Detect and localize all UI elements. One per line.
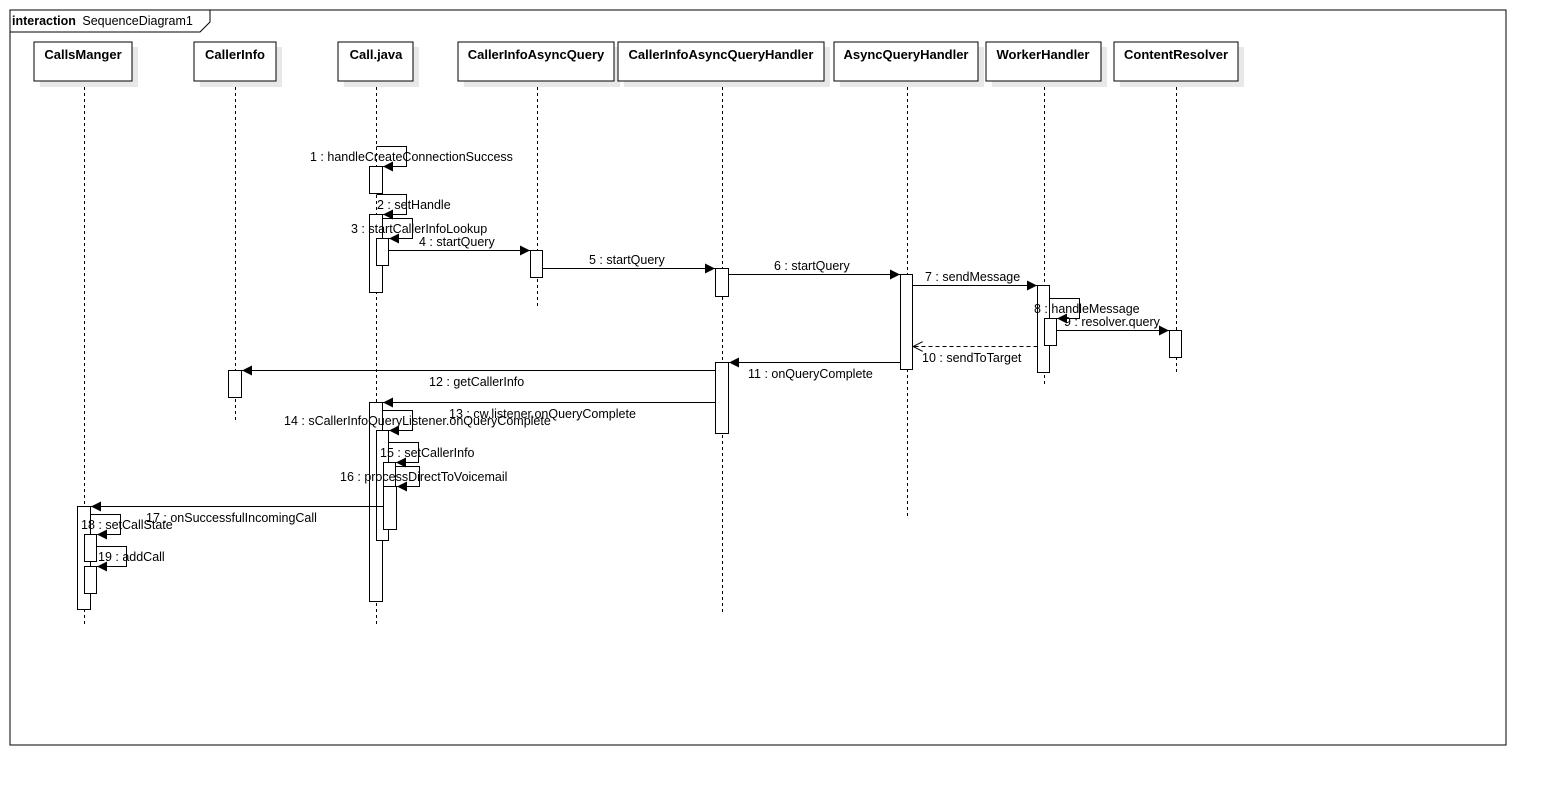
activation-bar	[369, 166, 383, 194]
message-label-14: 14 : sCallerInfoQueryListener.onQueryCom…	[284, 414, 551, 428]
activation-bar	[383, 486, 397, 530]
participant-callerinfo: CallerInfo	[193, 41, 282, 87]
participant-resolver: ContentResolver	[1113, 41, 1244, 87]
message-label-17: 17 : onSuccessfulIncomingCall	[146, 511, 317, 525]
message-arrows	[90, 146, 1169, 572]
activation-bar	[715, 362, 729, 434]
participant-label: CallsManger	[44, 47, 121, 62]
participant-label: CallerInfoAsyncQueryHandler	[629, 47, 814, 62]
activation-bar	[530, 250, 543, 278]
message-label-9: 9 : resolver.query	[1064, 315, 1161, 329]
message-label-18: 18 : setCallState	[81, 518, 173, 532]
participant-label: CallerInfoAsyncQuery	[468, 47, 605, 62]
message-labels: 1 : handleCreateConnectionSuccess 2 : se…	[81, 150, 1161, 564]
message-arrow-19	[96, 546, 127, 572]
activation-bar	[715, 268, 729, 297]
message-arrow-1	[376, 146, 407, 172]
participant-heads: CallsManger CallerInfo Call.java CallerI…	[33, 41, 1244, 87]
message-label-1: 1 : handleCreateConnectionSuccess	[310, 150, 513, 164]
message-label-8: 8 : handleMessage	[1034, 302, 1140, 316]
participant-cia-query: CallerInfoAsyncQuery	[457, 41, 620, 87]
activation-bar	[84, 566, 97, 594]
message-label-16: 16 : processDirectToVoicemail	[340, 470, 507, 484]
svg-text:interaction SequenceDiag: interaction SequenceDiagram1	[12, 14, 193, 28]
message-arrow-8	[1049, 298, 1080, 324]
message-label-4: 4 : startQuery	[419, 235, 495, 249]
frame-keyword: interaction	[12, 14, 76, 28]
activation-bar	[1169, 330, 1182, 358]
message-label-2: 2 : setHandle	[377, 198, 451, 212]
participant-label: ContentResolver	[1124, 47, 1228, 62]
message-label-19: 19 : addCall	[98, 550, 165, 564]
message-arrow-16	[395, 466, 420, 492]
message-arrow-15	[388, 442, 419, 468]
participant-label: Call.java	[350, 47, 404, 62]
message-arrow-14	[382, 410, 413, 436]
message-label-7: 7 : sendMessage	[925, 270, 1020, 284]
message-label-10: 10 : sendToTarget	[922, 351, 1022, 365]
participant-aqh: AsyncQueryHandler	[833, 41, 984, 87]
activation-bar	[84, 534, 97, 562]
message-label-6: 6 : startQuery	[774, 259, 850, 273]
participant-cia-handler: CallerInfoAsyncQueryHandler	[617, 41, 830, 87]
activation-bar	[1044, 318, 1057, 346]
message-label-3: 3 : startCallerInfoLookup	[351, 222, 487, 236]
participant-label: WorkerHandler	[997, 47, 1090, 62]
message-label-13: 13 : cw.listener.onQueryComplete	[449, 407, 636, 421]
message-arrow-18	[90, 514, 121, 540]
participant-label: AsyncQueryHandler	[844, 47, 969, 62]
message-label-5: 5 : startQuery	[589, 253, 665, 267]
message-label-11: 11 : onQueryComplete	[748, 367, 873, 381]
message-label-12: 12 : getCallerInfo	[429, 375, 524, 389]
participant-worker: WorkerHandler	[985, 41, 1107, 87]
participant-callsmanger: CallsManger	[33, 41, 138, 87]
message-label-15: 15 : setCallerInfo	[380, 446, 475, 460]
activation-bar	[228, 370, 242, 398]
activation-bars	[77, 166, 1182, 610]
participant-label: CallerInfo	[205, 47, 265, 62]
interaction-frame: interaction SequenceDiagram1	[9, 9, 1507, 746]
message-arrow-2	[376, 194, 407, 220]
message-arrow-3	[382, 218, 413, 244]
activation-bar	[900, 274, 913, 370]
frame-name: SequenceDiagram1	[82, 14, 193, 28]
activation-bar	[376, 238, 389, 266]
participant-calljava: Call.java	[337, 41, 419, 87]
